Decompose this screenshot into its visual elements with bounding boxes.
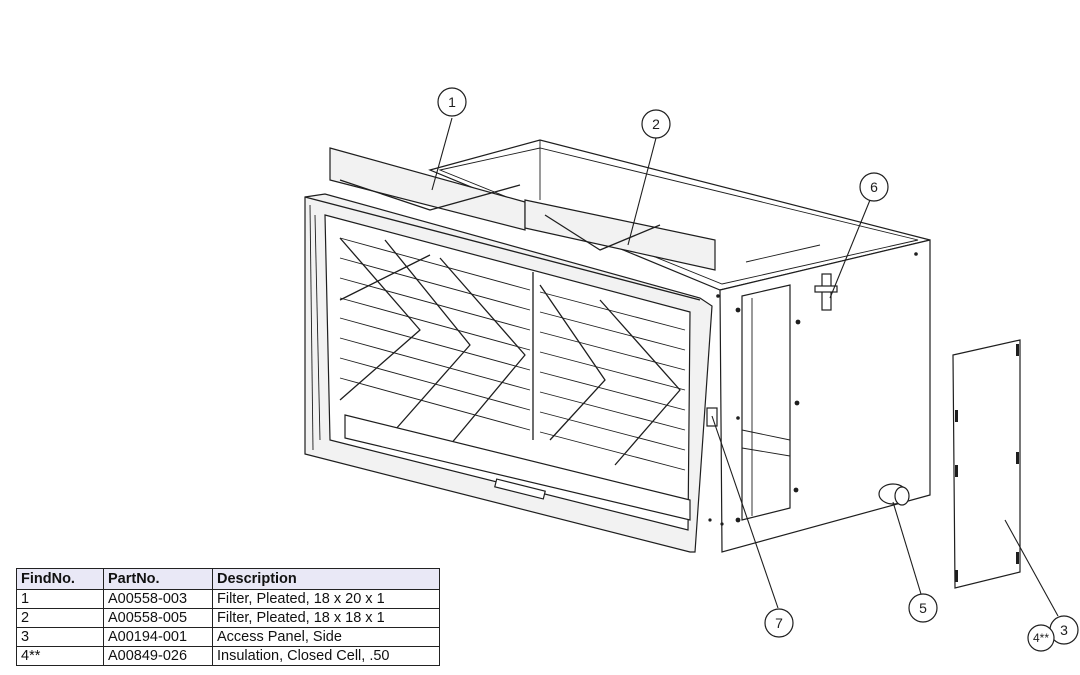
svg-text:2: 2 <box>652 116 660 132</box>
parts-table: FindNo. PartNo. Description 1 A00558-003… <box>16 568 440 666</box>
callout-6: 6 <box>859 172 889 202</box>
svg-text:6: 6 <box>870 179 878 195</box>
svg-text:4**: 4** <box>1033 631 1049 645</box>
header-description: Description <box>212 568 440 590</box>
leader-lines <box>431 117 1059 617</box>
cell-description: Access Panel, Side <box>212 627 440 647</box>
parts-table-clip: FindNo. PartNo. Description 1 A00558-003… <box>0 0 460 675</box>
cell-partno: A00558-003 <box>103 589 213 609</box>
housing-box <box>428 139 931 553</box>
cell-findno: 3 <box>16 627 104 647</box>
callout-2: 2 <box>641 109 671 139</box>
cell-findno: 1 <box>16 589 104 609</box>
callout-bubbles: 1 2 6 7 5 3 4** <box>437 87 1079 652</box>
filter-x-bracing <box>339 179 681 466</box>
table-row: 2 A00558-005 Filter, Pleated, 18 x 18 x … <box>16 608 440 628</box>
cell-partno: A00849-026 <box>103 646 213 666</box>
access-panel-item-3 <box>952 339 1021 589</box>
svg-text:5: 5 <box>919 600 927 616</box>
svg-text:3: 3 <box>1060 622 1068 638</box>
callout-5: 5 <box>908 593 938 623</box>
svg-text:1: 1 <box>448 94 456 110</box>
callout-4: 4** <box>1027 624 1055 652</box>
callout-7: 7 <box>764 608 794 638</box>
filter-rack-front-frame <box>304 147 716 553</box>
svg-text:7: 7 <box>775 615 783 631</box>
table-row: 1 A00558-003 Filter, Pleated, 18 x 20 x … <box>16 589 440 609</box>
cell-description: Filter, Pleated, 18 x 18 x 1 <box>212 608 440 628</box>
header-partno: PartNo. <box>103 568 213 590</box>
parts-table-header: FindNo. PartNo. Description <box>16 568 440 590</box>
latch-item-6 <box>814 273 838 311</box>
table-row: 4** A00849-026 Insulation, Closed Cell, … <box>16 646 440 666</box>
cell-partno: A00558-005 <box>103 608 213 628</box>
table-row: 3 A00194-001 Access Panel, Side <box>16 627 440 647</box>
cell-partno: A00194-001 <box>103 627 213 647</box>
cell-description: Filter, Pleated, 18 x 20 x 1 <box>212 589 440 609</box>
cell-findno: 4** <box>16 646 104 666</box>
callout-1: 1 <box>437 87 467 117</box>
header-findno: FindNo. <box>16 568 104 590</box>
drain-fitting-item-5 <box>878 483 910 506</box>
cell-description: Insulation, Closed Cell, .50 <box>212 646 440 666</box>
cell-findno: 2 <box>16 608 104 628</box>
